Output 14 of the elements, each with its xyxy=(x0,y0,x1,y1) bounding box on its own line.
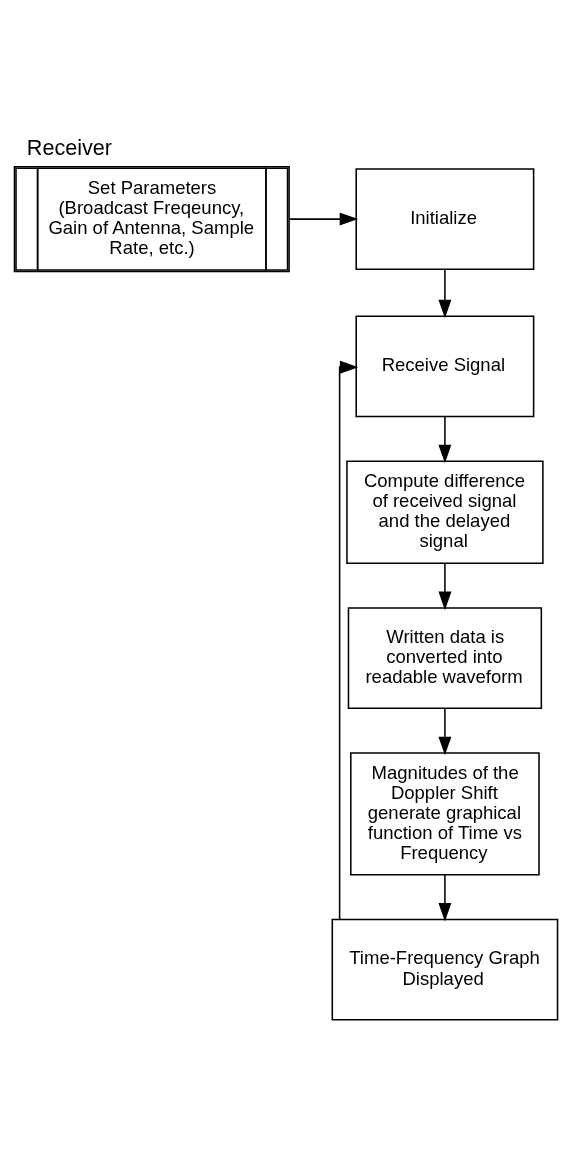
arrow xyxy=(438,873,452,922)
arrow xyxy=(438,415,452,463)
node-box: Magnitudes of the Doppler Shift generate graphical function of Time vs Frequency xyxy=(350,751,540,876)
node-box: Compute difference of received signal and the delayed signal xyxy=(346,460,544,564)
node-box: Initialize xyxy=(355,167,535,270)
node-box: Time-Frequency Graph Displayed xyxy=(331,918,559,1021)
arrow xyxy=(288,212,359,226)
arrow xyxy=(438,561,452,610)
arrow xyxy=(438,706,452,755)
node-box: Written data is converted into readable waveform xyxy=(347,606,543,709)
arrow xyxy=(338,360,359,920)
diagram-title: Receiver xyxy=(26,134,112,160)
node-box: Receive Signal xyxy=(355,315,535,417)
arrow xyxy=(438,268,452,318)
